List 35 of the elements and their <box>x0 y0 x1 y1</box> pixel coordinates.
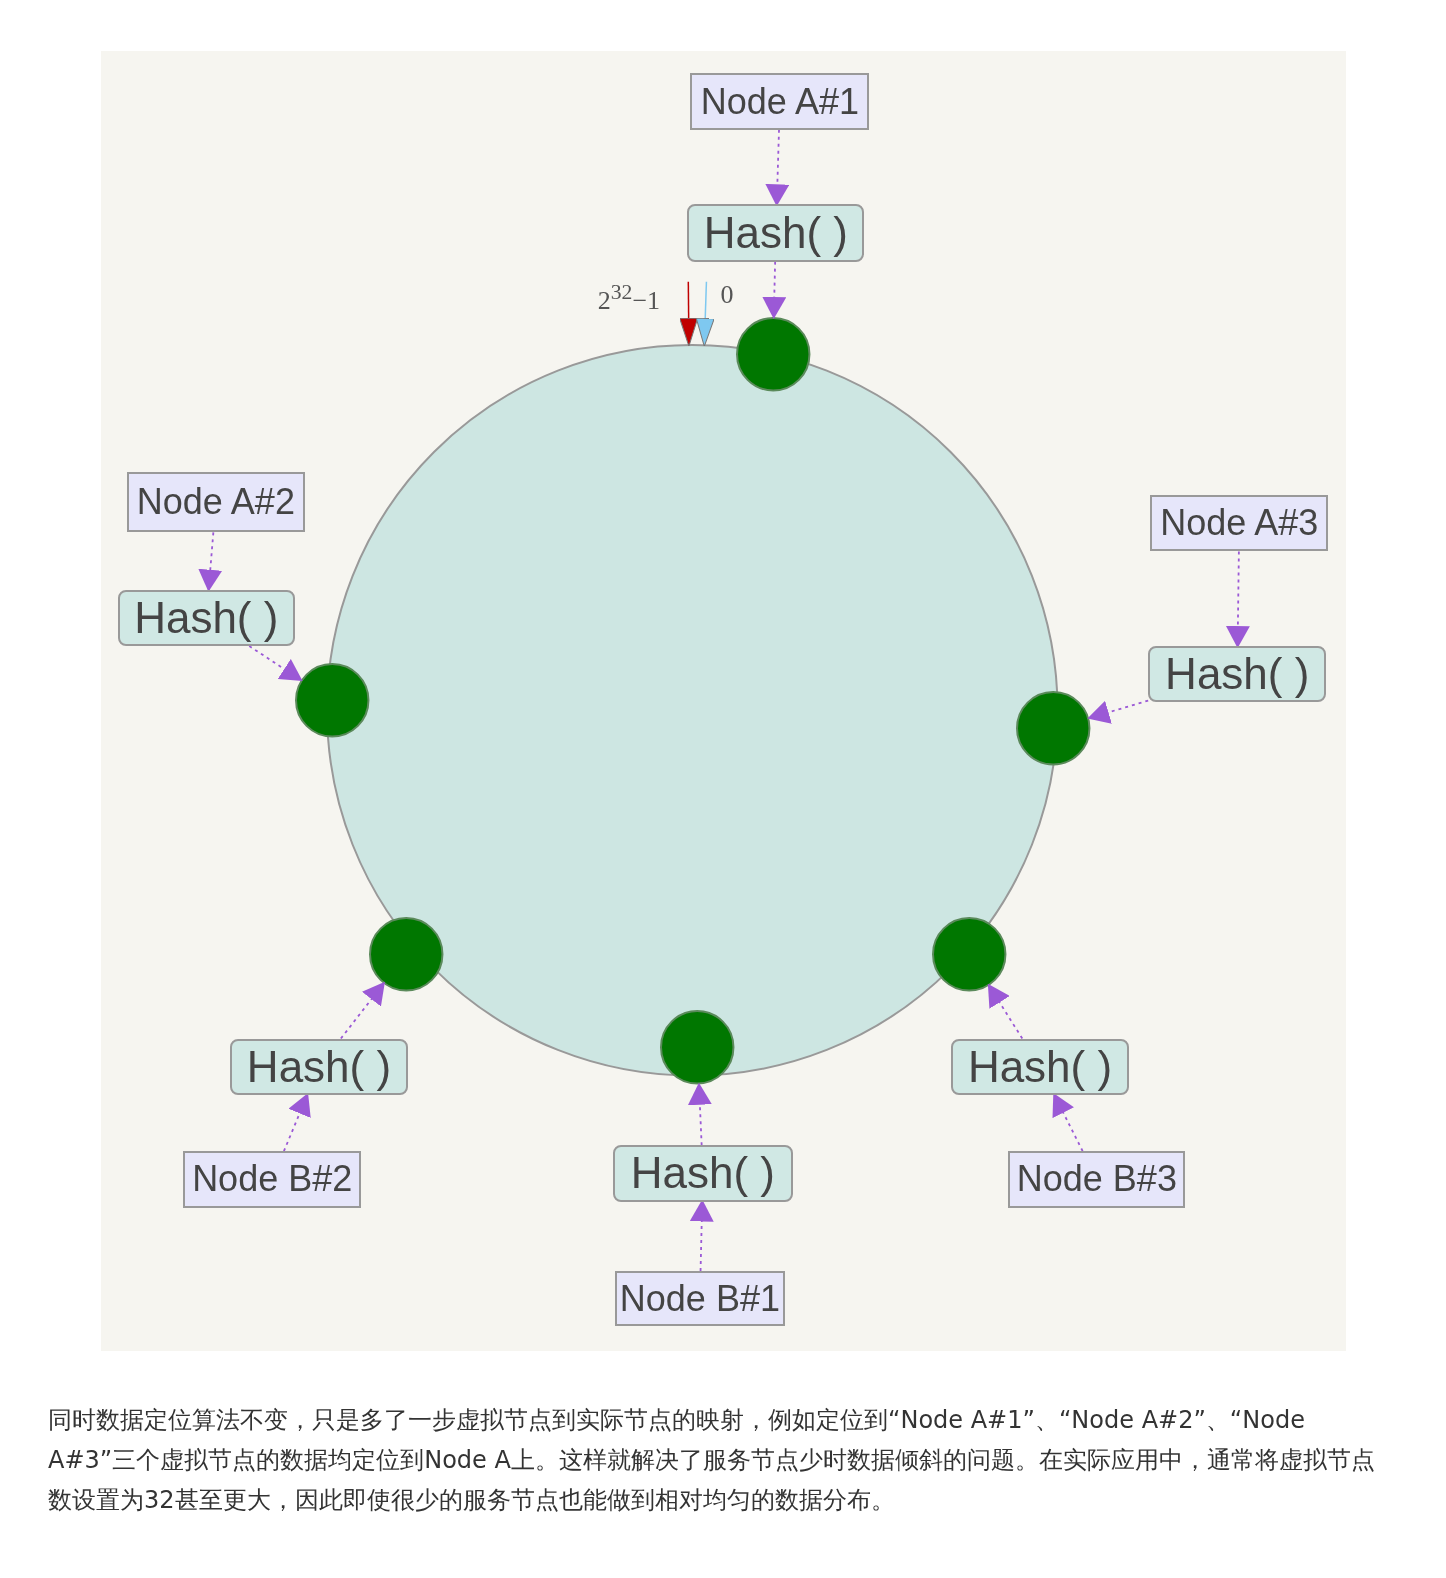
arrow <box>987 983 1024 1040</box>
ring-position-label: 0 <box>720 279 734 310</box>
arrow <box>689 1199 714 1272</box>
arrow <box>1052 1093 1084 1153</box>
virtual-node-box: Node B#2 <box>183 1151 362 1208</box>
hash-function-box: Hash( ) <box>950 1038 1130 1095</box>
hash-function-box: Hash( ) <box>230 1038 408 1095</box>
arrow <box>248 645 303 682</box>
virtual-node-box: Node A#2 <box>126 471 305 533</box>
node-dot <box>660 1010 735 1085</box>
virtual-node-box: Node A#1 <box>690 73 870 130</box>
node-dot <box>735 317 811 392</box>
arrow <box>340 981 385 1040</box>
pointer-arrow <box>695 281 715 347</box>
node-dot <box>931 916 1007 992</box>
hash-function-box: Hash( ) <box>1148 646 1327 703</box>
arrow <box>762 260 787 319</box>
arrow <box>1087 699 1150 724</box>
arrow <box>1225 550 1250 649</box>
virtual-node-box: Node B#3 <box>1008 1151 1186 1208</box>
hash-function-box: Hash( ) <box>612 1145 793 1202</box>
ring-position-label: 2$^{32}$−1 <box>597 279 661 316</box>
arrow <box>198 531 223 592</box>
node-dot <box>1016 691 1091 766</box>
hash-function-box: Hash( ) <box>687 204 865 262</box>
arrow <box>283 1093 311 1153</box>
hash-function-box: Hash( ) <box>117 589 295 647</box>
pointer-arrow <box>679 281 699 347</box>
virtual-node-box: Node A#3 <box>1150 495 1329 552</box>
caption: 同时数据定位算法不变，只是多了一步虚拟节点到实际节点的映射，例如定位到“Node A#1”、“Node A#2”、“Node A#3”三个虚拟节点的数据均定位到Node A上。这样就解决了服务节点少时数据倾斜的问题。在实际应用中，通常将虚拟节点数设置为32甚至更大，因此即使很少的服务节点也能做到相对均匀的数据分布。 <box>48 1405 1376 1516</box>
node-dot <box>294 663 370 738</box>
arrow <box>687 1082 712 1147</box>
virtual-node-box: Node B#1 <box>614 1270 785 1327</box>
arrow <box>765 128 790 207</box>
node-dot <box>369 916 444 992</box>
